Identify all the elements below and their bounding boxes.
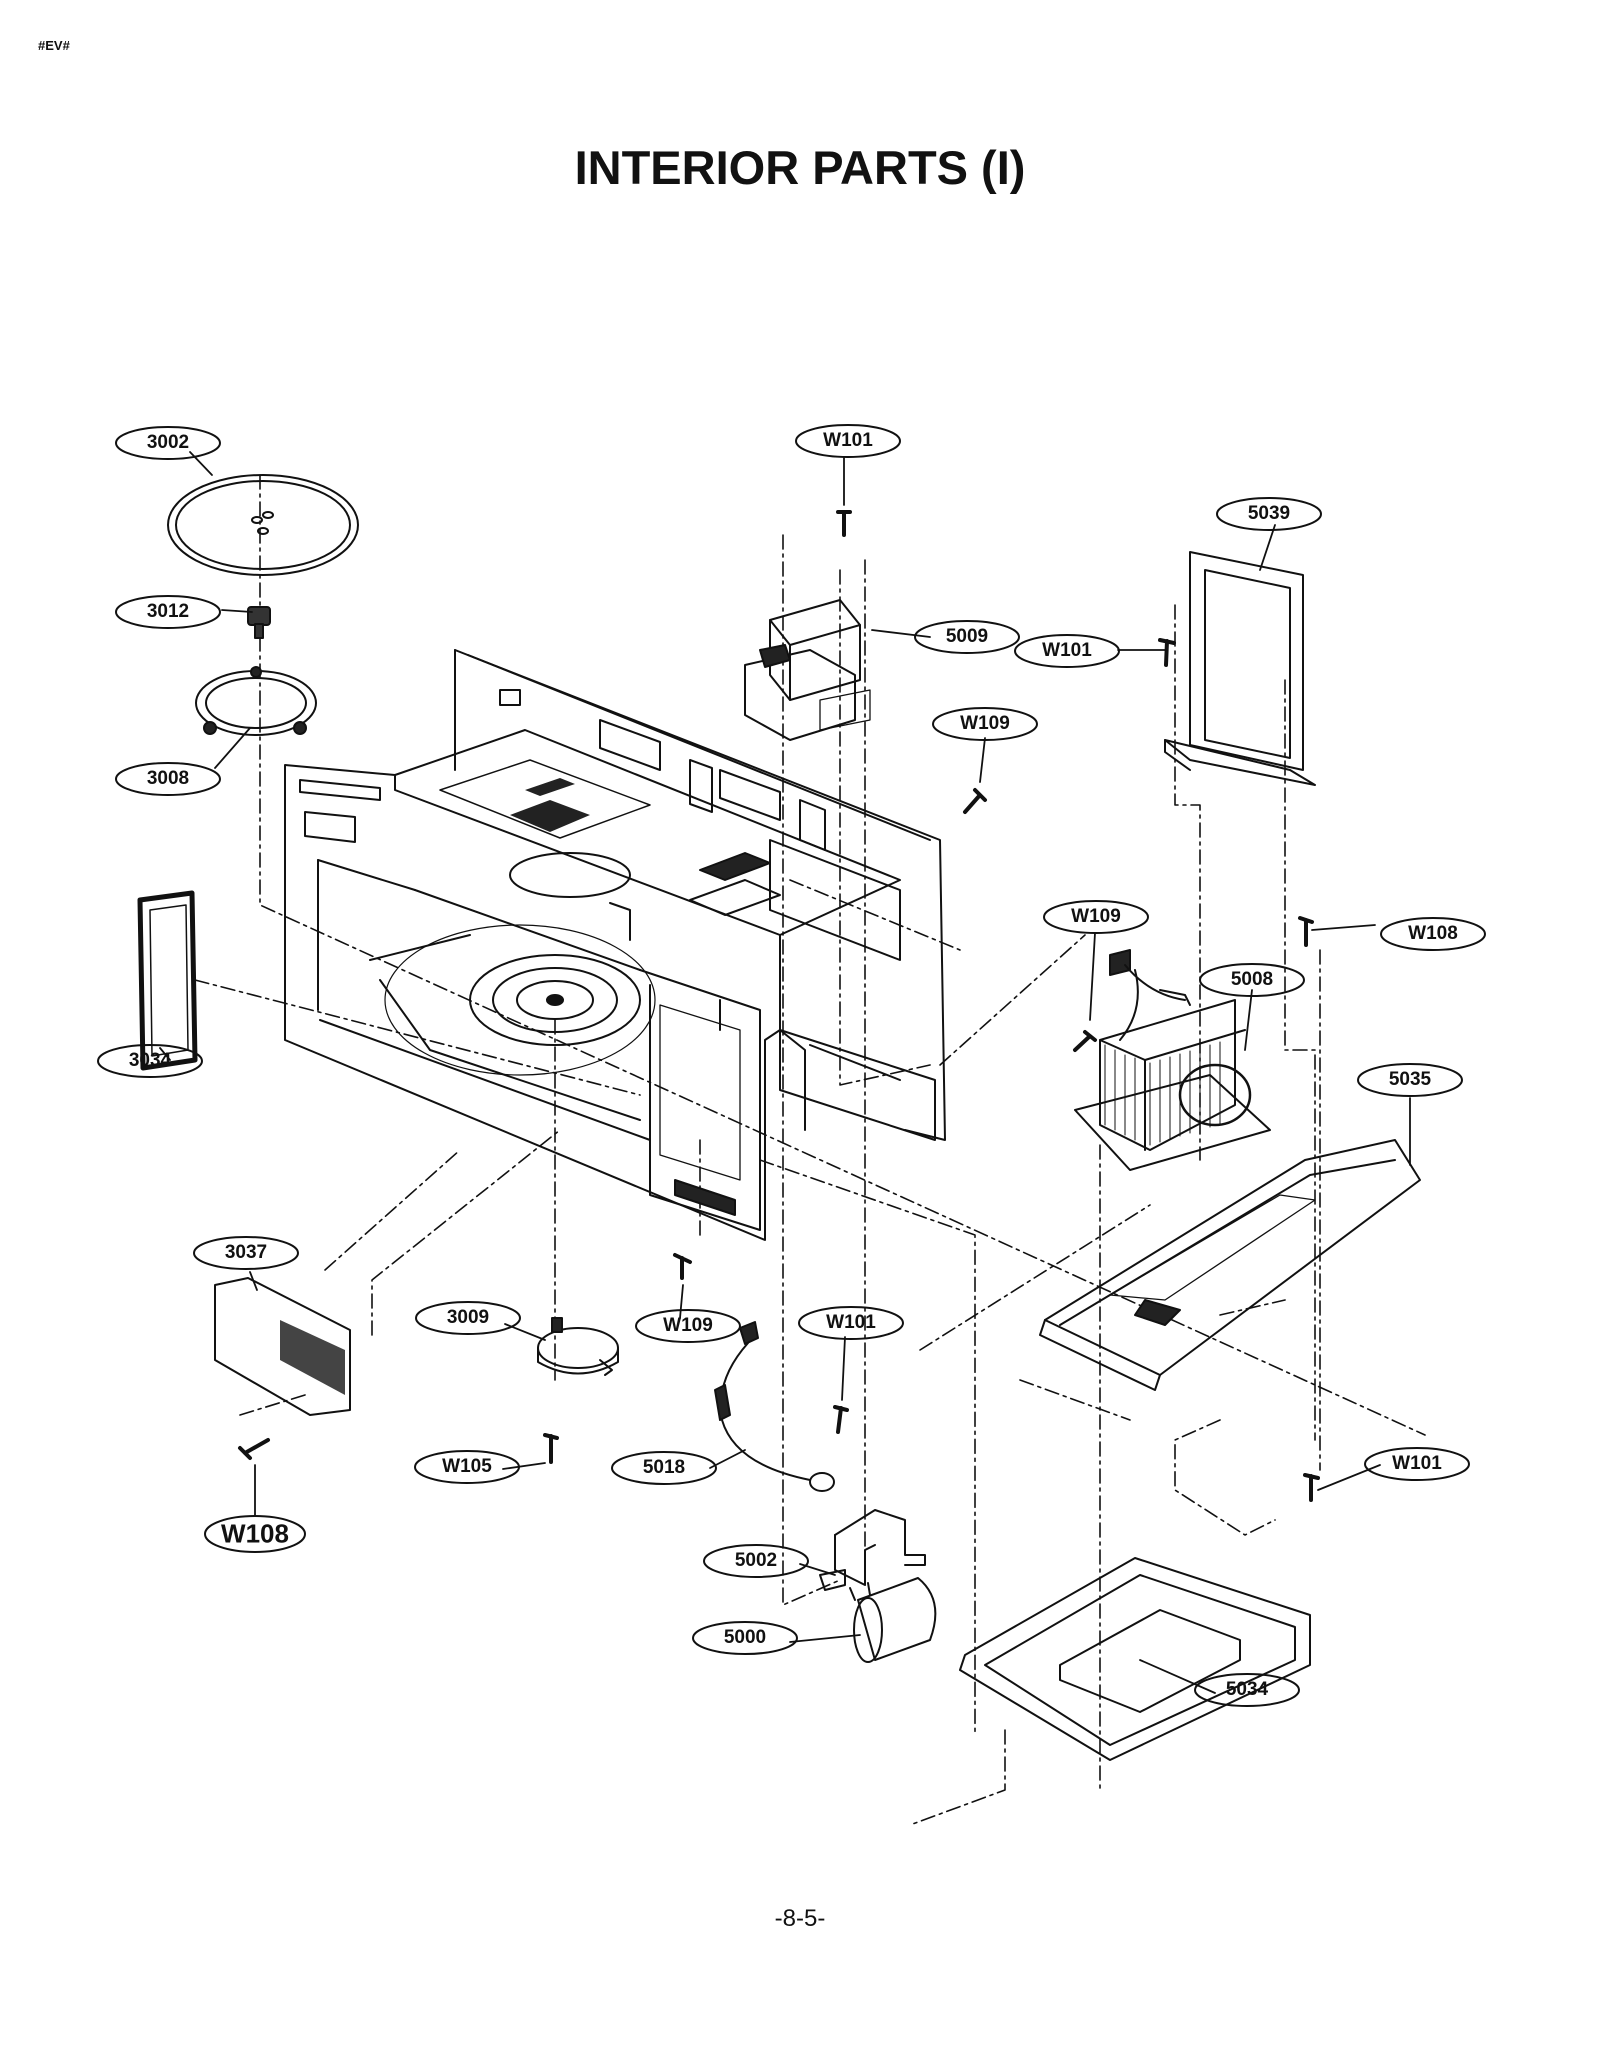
callout-w101-top: W101 xyxy=(823,430,873,451)
callout-w101-right: W101 xyxy=(1392,1453,1442,1474)
part-3008-roller-ring xyxy=(195,666,317,736)
screw-w109-c xyxy=(673,1253,692,1280)
screw-w101-top xyxy=(836,510,852,537)
callout-5039: 5039 xyxy=(1247,503,1291,524)
callout-3009: 3009 xyxy=(446,1307,490,1328)
callout-w109-b: W109 xyxy=(1071,906,1121,927)
callout-ovals xyxy=(97,424,1486,1707)
corner-mark: #EV# xyxy=(38,38,70,53)
part-5002-bracket xyxy=(819,1509,926,1591)
part-3002-glass-tray xyxy=(167,474,359,576)
callout-w109-a: W109 xyxy=(960,713,1010,734)
screws xyxy=(238,510,1320,1502)
callout-5034: 5034 xyxy=(1225,1679,1269,1700)
part-5018-wire-harness xyxy=(714,1321,835,1492)
screw-w109-b xyxy=(1073,1030,1097,1052)
callout-5009: 5009 xyxy=(945,626,989,647)
screw-w108-l xyxy=(238,1438,270,1460)
callout-3037: 3037 xyxy=(224,1242,268,1263)
part-5009-magnetron xyxy=(744,599,871,741)
part-5039-shield xyxy=(1164,551,1316,786)
callout-w108-right: W108 xyxy=(1408,923,1458,944)
page-title: INTERIOR PARTS (I) xyxy=(574,141,1026,194)
screw-w101-low xyxy=(833,1405,849,1434)
part-3012-coupler xyxy=(247,606,271,639)
part-5034-bottom-plate xyxy=(959,1557,1311,1761)
callout-5002: 5002 xyxy=(734,1550,778,1571)
callout-5000: 5000 xyxy=(723,1627,767,1648)
part-3034-cover xyxy=(137,890,198,1071)
callout-w105: W105 xyxy=(442,1456,492,1477)
callout-3002: 3002 xyxy=(146,432,190,453)
callout-w101-low: W101 xyxy=(826,1312,876,1333)
callout-5018: 5018 xyxy=(642,1457,686,1478)
callout-w101-mid: W101 xyxy=(1042,640,1092,661)
callout-3012: 3012 xyxy=(146,601,190,622)
cavity-housing xyxy=(284,649,946,1241)
screw-w101-mid xyxy=(1158,638,1176,667)
callout-5035: 5035 xyxy=(1388,1069,1432,1090)
screw-w105 xyxy=(543,1433,559,1464)
callout-5008: 5008 xyxy=(1230,969,1274,990)
part-5000-capacitor xyxy=(849,1577,937,1663)
callout-3008: 3008 xyxy=(146,768,190,789)
part-3037-grille-cover xyxy=(214,1277,351,1416)
part-5035-base-plate xyxy=(1039,1139,1421,1391)
screw-w109-a xyxy=(963,788,987,814)
callout-w108-left: W108 xyxy=(221,1518,289,1549)
callout-w109-c: W109 xyxy=(663,1315,713,1336)
page-number: -8-5- xyxy=(774,1905,826,1932)
screw-w108-r xyxy=(1298,916,1314,947)
part-3009-motor xyxy=(537,1317,619,1376)
part-5008-transformer xyxy=(1074,949,1271,1171)
assembly-lines xyxy=(194,474,1426,1826)
callout-3034: 3034 xyxy=(128,1050,172,1071)
screw-w101-r xyxy=(1303,1473,1320,1502)
